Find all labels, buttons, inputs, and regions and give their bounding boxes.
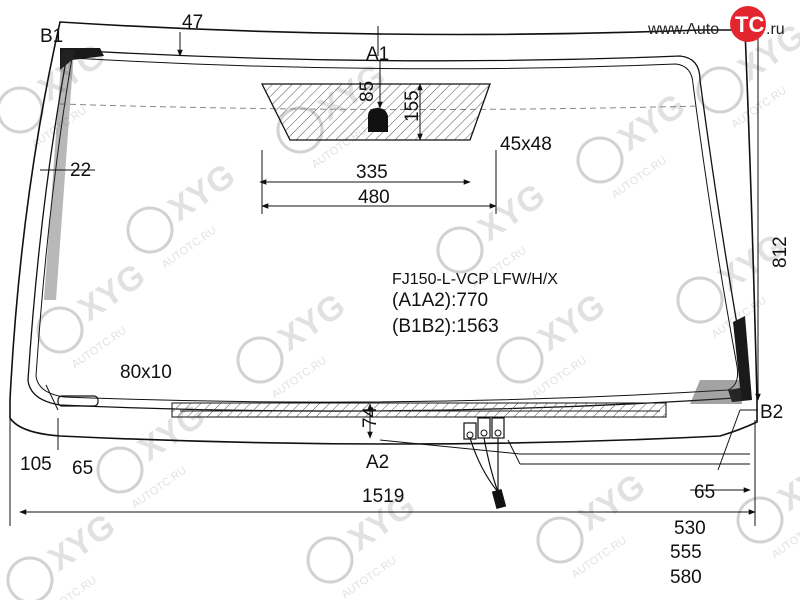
dim-105: 105 <box>20 454 52 475</box>
svg-text:XYG: XYG <box>161 156 242 228</box>
visible-area-edge <box>35 57 739 403</box>
dim-22: 22 <box>70 160 91 181</box>
brand-badge-text: TC <box>735 12 764 37</box>
svg-text:XYG: XYG <box>611 86 692 158</box>
dim-580: 580 <box>670 567 702 588</box>
brand-badge-icon <box>730 6 766 42</box>
label-a2: A2 <box>366 452 389 473</box>
svg-text:AUTOTC.RU: AUTOTC.RU <box>730 84 789 131</box>
svg-text:AUTOTC.RU: AUTOTC.RU <box>40 574 99 600</box>
dim-74: 74 <box>360 406 381 428</box>
svg-text:AUTOTC.RU: AUTOTC.RU <box>340 554 399 600</box>
svg-text:AUTOTC.RU: AUTOTC.RU <box>570 534 629 581</box>
left-edge-shade <box>44 50 74 300</box>
svg-text:AUTOTC.RU: AUTOTC.RU <box>160 224 219 271</box>
spec-a1a2: (A1A2):770 <box>392 290 488 311</box>
dim-80x10: 80x10 <box>120 362 172 383</box>
svg-text:XYG: XYG <box>271 286 352 358</box>
label-b1: B1 <box>40 26 63 47</box>
mirror-pad <box>368 108 388 132</box>
svg-text:XYG: XYG <box>571 466 652 538</box>
heated-strip <box>171 402 667 418</box>
connector-3 <box>491 417 505 439</box>
dim-45x48: 45x48 <box>500 134 552 155</box>
brand-text: www.Auto <box>647 21 719 38</box>
connector-group <box>463 417 507 509</box>
dim-480: 480 <box>358 187 390 208</box>
svg-text:XYG: XYG <box>471 176 552 248</box>
dim-555: 555 <box>670 542 702 563</box>
connector-2 <box>477 417 491 439</box>
svg-text:XYG: XYG <box>771 446 800 518</box>
wire-1 <box>469 437 499 493</box>
glass-outline <box>9 21 758 445</box>
dim-530: 530 <box>674 518 706 539</box>
label-a1: A1 <box>366 44 389 65</box>
svg-text:XYG: XYG <box>71 256 152 328</box>
brand-tail: .ru <box>766 21 785 38</box>
svg-text:AUTOTC.RU: AUTOTC.RU <box>530 354 589 401</box>
svg-text:AUTOTC.RU: AUTOTC.RU <box>130 464 189 511</box>
dim-1519: 1519 <box>362 486 404 507</box>
svg-text:XYG: XYG <box>41 506 122 578</box>
dim-155: 155 <box>402 90 423 122</box>
part-code: FJ150-L-VCP LFW/H/X <box>392 271 558 288</box>
brand-logo: www.Auto TC .ru <box>647 6 785 42</box>
dimension-lines <box>9 26 761 526</box>
corner-shade-b1 <box>60 48 104 70</box>
dim-335: 335 <box>356 162 388 183</box>
connector-pin-3 <box>494 429 502 437</box>
dim-47: 47 <box>182 12 203 33</box>
label-b2: B2 <box>760 402 783 423</box>
wire-2 <box>483 437 499 493</box>
svg-text:AUTOTC.RU: AUTOTC.RU <box>610 154 669 201</box>
dim-65-right: 65 <box>694 482 715 503</box>
right-lower-shade <box>690 380 742 404</box>
plug <box>491 489 507 509</box>
dim-65-left: 65 <box>72 458 93 479</box>
spec-b1b2: (B1B2):1563 <box>392 316 499 337</box>
dim-812: 812 <box>770 236 791 268</box>
svg-text:AUTOTC.RU: AUTOTC.RU <box>270 354 329 401</box>
vin-window <box>57 395 99 407</box>
connector-pin-2 <box>480 429 488 437</box>
connector-1 <box>463 422 477 440</box>
dim-85: 85 <box>357 81 378 102</box>
corner-shade-b2 <box>728 316 752 402</box>
svg-text:XYG: XYG <box>531 286 612 358</box>
